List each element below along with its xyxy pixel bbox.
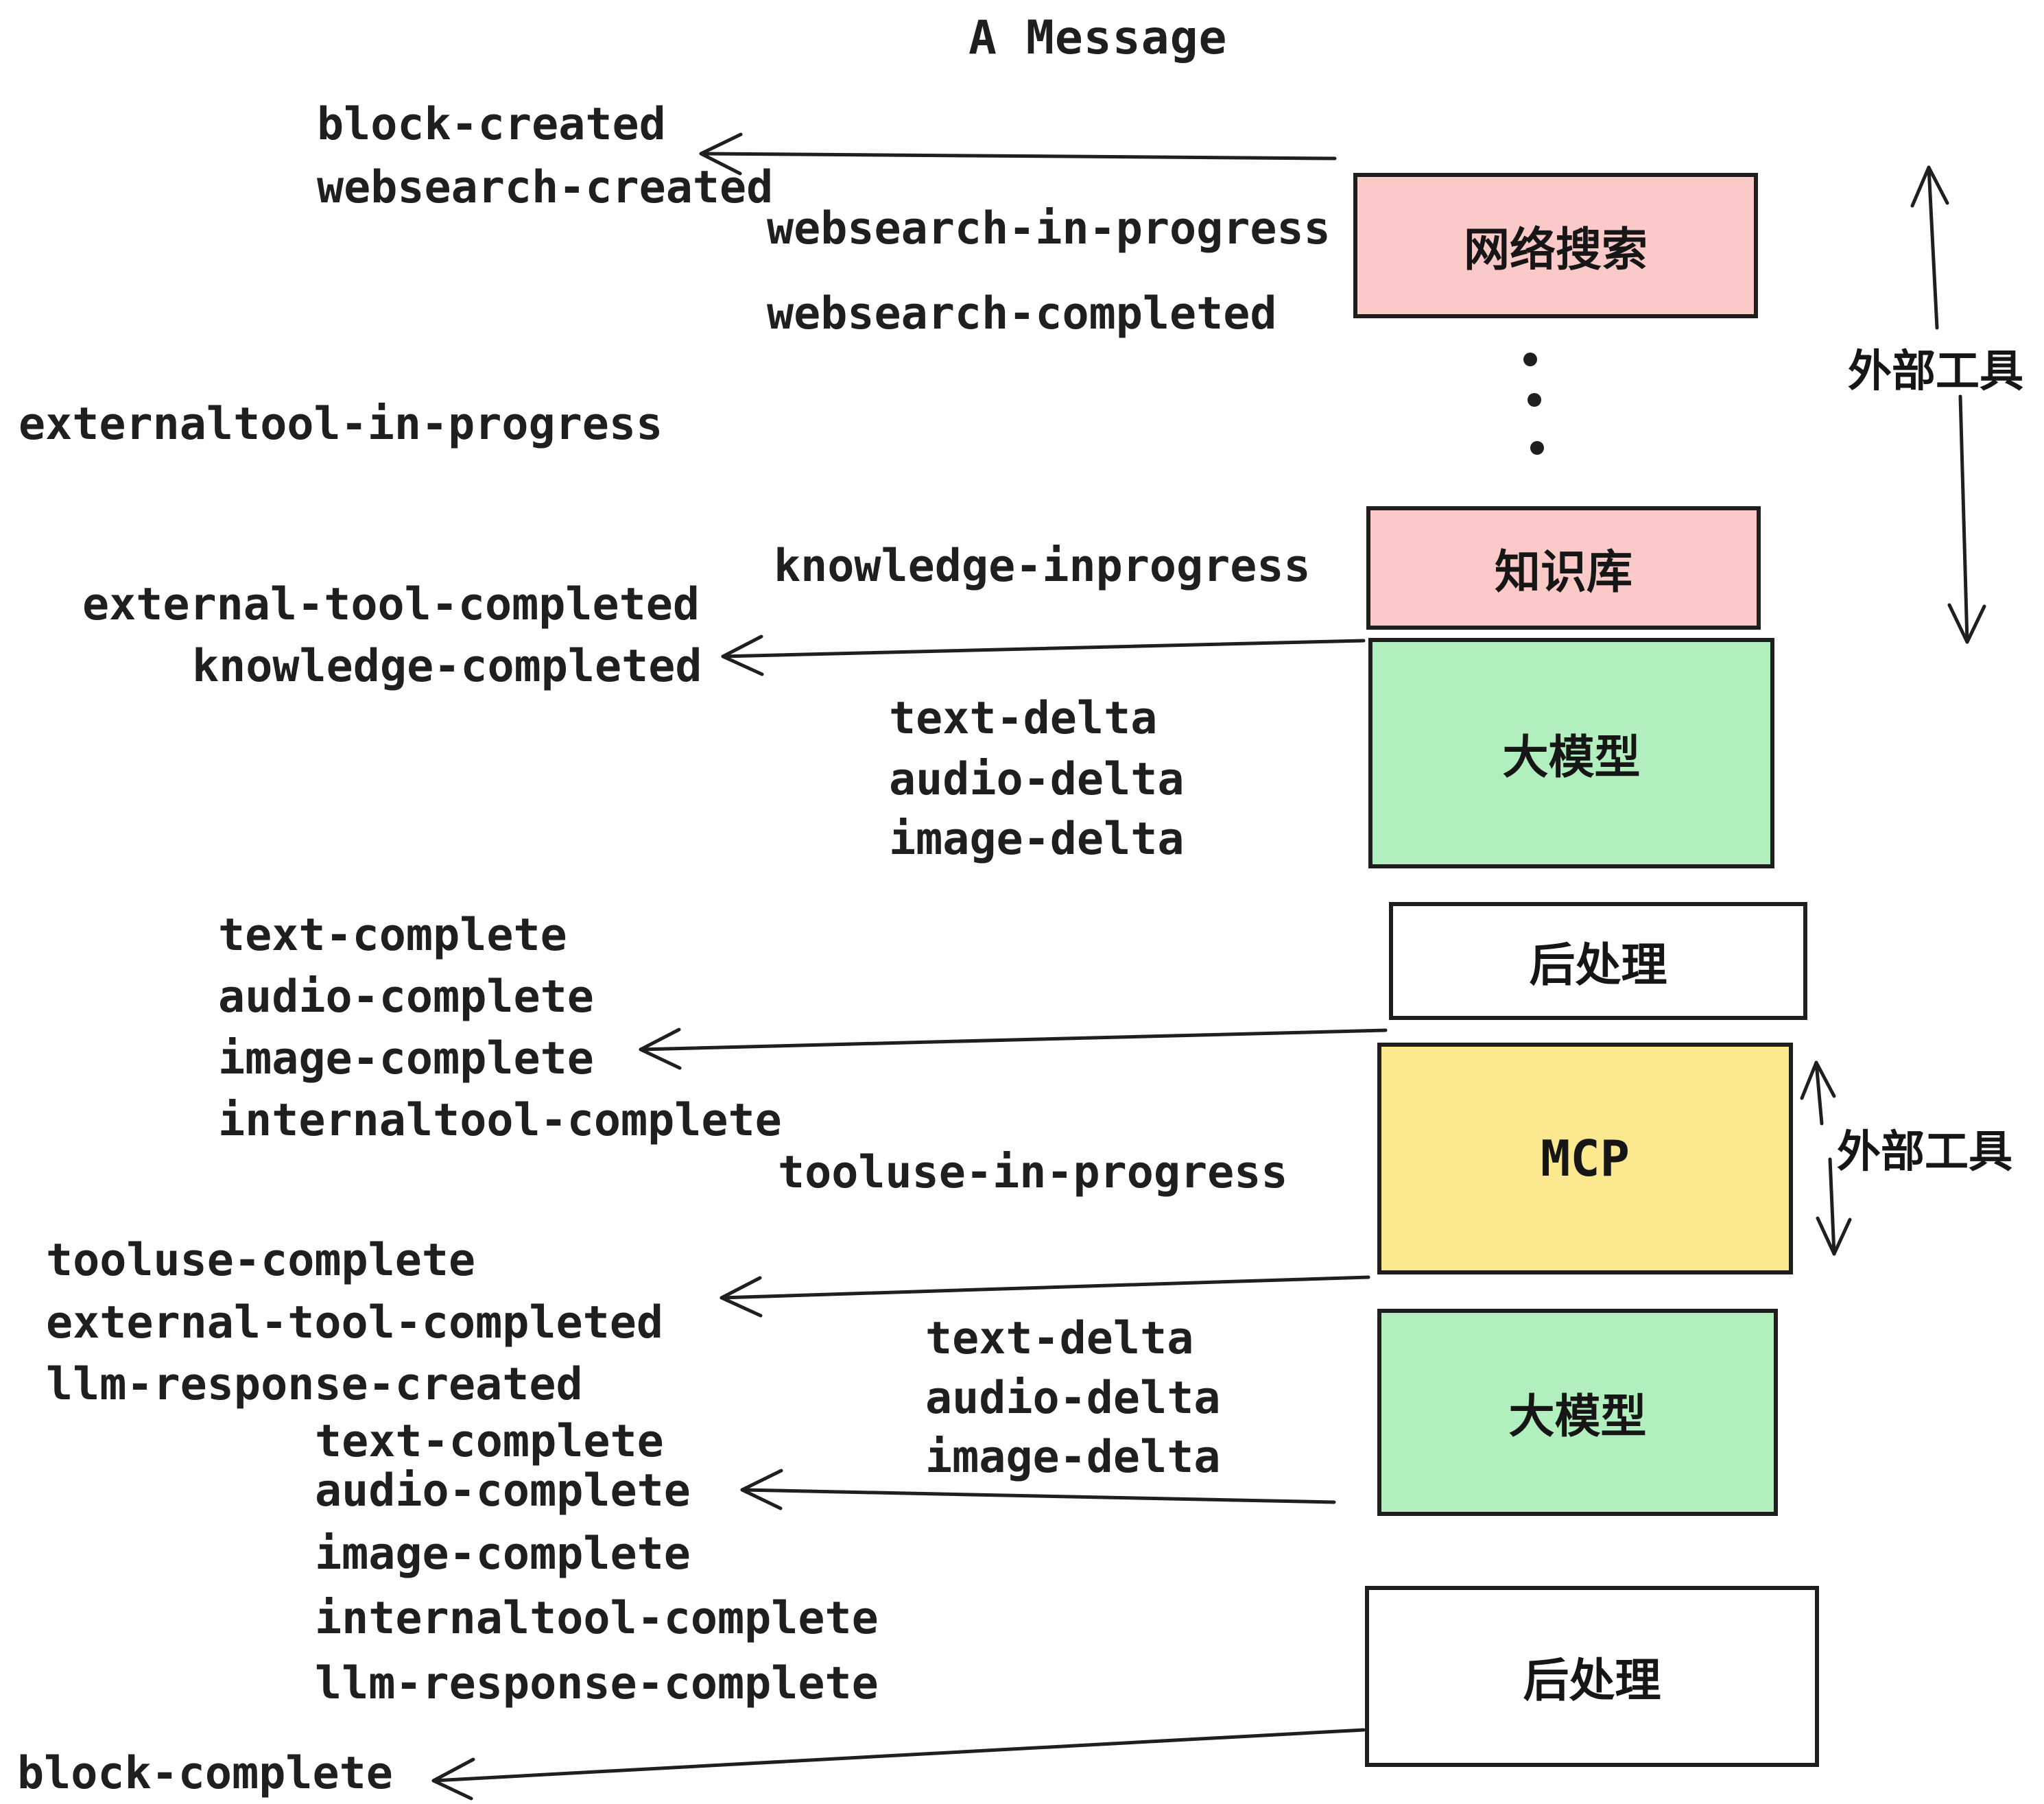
event-label: block-complete (17, 1748, 393, 1799)
event-label: websearch-completed (767, 288, 1277, 340)
external-tools-label: 外部工具 (1837, 1127, 2012, 1178)
event-label: websearch-created (317, 162, 774, 213)
websearch-box: 网络搜索 (1353, 173, 1758, 318)
post-box-2: 后处理 (1365, 1586, 1819, 1767)
event-label: image-delta (925, 1432, 1221, 1483)
event-label: audio-delta (889, 754, 1185, 805)
event-label: tooluse-complete (46, 1235, 476, 1286)
event-label: internaltool-complete (218, 1095, 782, 1146)
arrow-to-block-complete (431, 1728, 1366, 1801)
arrow-to-knowledge-completed (721, 634, 1366, 676)
box-label: 大模型 (1508, 1389, 1647, 1443)
box-label: 后处理 (1529, 938, 1667, 992)
event-label: external-tool-completed (82, 579, 700, 630)
arrow-to-audio-complete (740, 1469, 1336, 1510)
event-label: image-complete (315, 1528, 691, 1580)
event-label: llm-response-created (46, 1359, 583, 1410)
external-tools-label: 外部工具 (1848, 346, 2023, 397)
ellipsis-dots (1523, 353, 1544, 455)
dot (1523, 353, 1537, 366)
event-label: audio-complete (315, 1465, 691, 1517)
page-title: A Message (968, 11, 1228, 65)
event-label: text-delta (889, 693, 1158, 744)
event-label: knowledge-completed (192, 641, 702, 692)
event-label: tooluse-in-progress (778, 1147, 1288, 1198)
event-label: text-complete (218, 910, 567, 961)
event-label: text-delta (925, 1313, 1194, 1364)
box-label: 知识库 (1495, 545, 1632, 599)
event-label: block-created (317, 99, 666, 150)
mcp-box: MCP (1377, 1043, 1793, 1274)
post-box-1: 后处理 (1389, 902, 1807, 1020)
event-label: externaltool-in-progress (19, 399, 663, 450)
external-tools-span-arrow-mcp (1800, 1060, 1852, 1256)
event-label: audio-complete (218, 971, 594, 1023)
event-label: internaltool-complete (315, 1593, 879, 1644)
arrow-to-image-complete (639, 1028, 1388, 1070)
event-label: knowledge-inprogress (774, 541, 1311, 592)
event-label: text-complete (315, 1416, 664, 1467)
event-label: llm-response-complete (315, 1658, 879, 1709)
dot (1528, 393, 1541, 407)
event-label: image-delta (889, 814, 1185, 865)
box-label: 大模型 (1502, 730, 1641, 784)
box-label: 后处理 (1523, 1653, 1661, 1707)
event-label: external-tool-completed (46, 1297, 664, 1349)
box-label: MCP (1540, 1130, 1630, 1187)
external-tools-span-arrow-top (1910, 165, 1986, 644)
llm-box-2: 大模型 (1377, 1309, 1778, 1516)
box-label: 网络搜索 (1464, 222, 1648, 276)
arrow-to-tooluse-complete (720, 1275, 1370, 1318)
event-label: audio-delta (925, 1373, 1221, 1424)
event-label: image-complete (218, 1033, 594, 1084)
dot (1530, 441, 1544, 455)
event-label: websearch-in-progress (767, 203, 1331, 254)
llm-box-1: 大模型 (1368, 638, 1774, 868)
arrow-to-websearch-created (699, 132, 1337, 176)
knowledge-box: 知识库 (1366, 506, 1761, 630)
